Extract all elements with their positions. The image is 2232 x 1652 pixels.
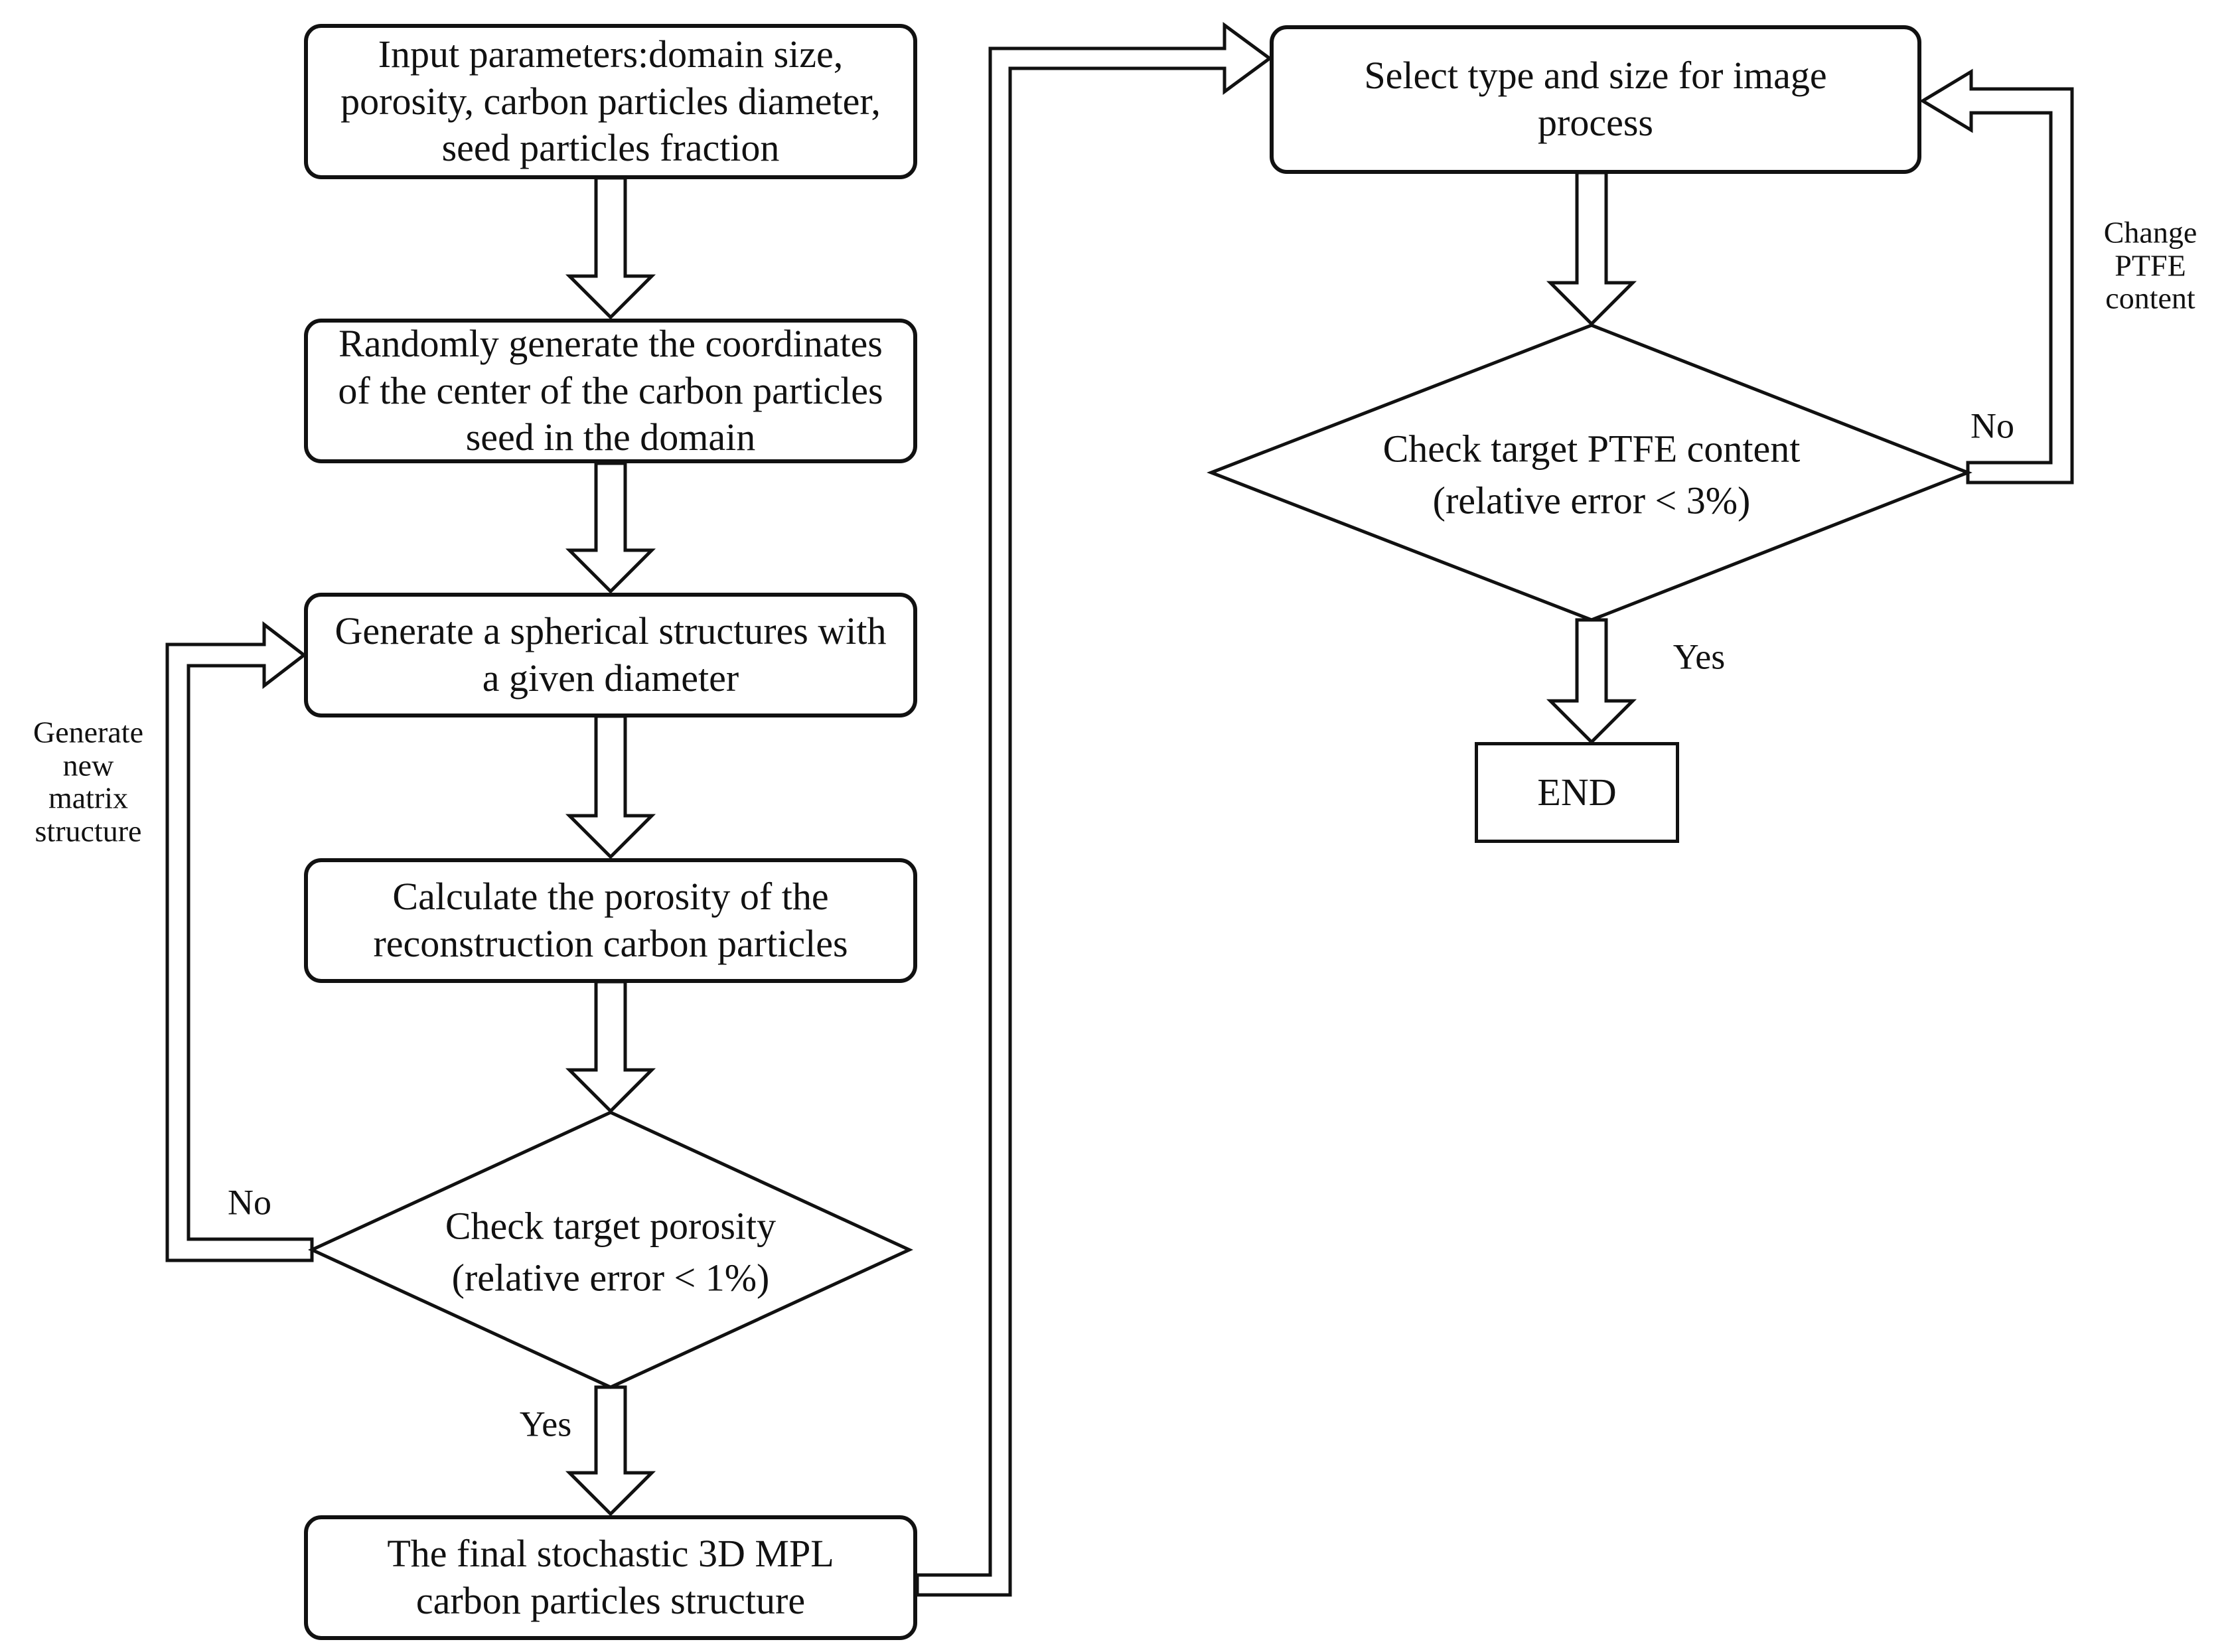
flow-box-final-structure-text: The final stochastic 3D MPL carbon parti… [387,1532,834,1622]
arrow-spherical-to-porosity [569,716,652,857]
decision-check-ptfe-text: Check target PTFE content (relative erro… [1382,427,1801,522]
connector-no-porosity-loop [167,625,312,1260]
flow-box-calculate-porosity: Calculate the porosity of the reconstruc… [304,858,917,983]
label-change-ptfe: Change PTFE content [2103,215,2197,315]
label-generate-new-matrix: Generate new matrix structure [33,715,143,848]
decision-check-ptfe [1211,325,1968,620]
flow-box-select-type: Select type and size for image process [1270,25,1921,174]
arrow-porosity-to-decision [569,982,652,1111]
label-yes-porosity: Yes [519,1404,572,1444]
label-no-ptfe: No [1971,406,2014,446]
flow-box-end: END [1475,742,1679,843]
arrow-input-to-random [569,178,652,317]
arrow-select-to-ptfe-decision [1550,173,1633,324]
flow-box-generate-spherical-text: Generate a spherical structures with a g… [335,609,887,700]
connector-no-ptfe-loop [1923,72,2072,483]
label-yes-ptfe: Yes [1673,637,1726,677]
flow-box-generate-spherical: Generate a spherical structures with a g… [304,593,917,717]
flow-box-random-coordinates: Randomly generate the coordinates of the… [304,319,917,463]
flow-box-input-parameters-text: Input parameters:domain size, porosity, … [340,32,881,170]
arrow-random-to-spherical [569,463,652,591]
arrow-yes-to-end [1550,620,1633,742]
decision-check-porosity [312,1112,909,1387]
arrow-yes-to-final [569,1387,652,1514]
flow-box-end-text: END [1537,770,1617,814]
flow-box-random-coordinates-text: Randomly generate the coordinates of the… [338,321,883,459]
flow-box-select-type-text: Select type and size for image process [1364,54,1827,144]
flow-box-calculate-porosity-text: Calculate the porosity of the reconstruc… [373,875,848,965]
flow-box-input-parameters: Input parameters:domain size, porosity, … [304,24,917,179]
connector-final-to-select [917,25,1270,1595]
label-no-porosity: No [228,1182,271,1223]
flow-box-final-structure: The final stochastic 3D MPL carbon parti… [304,1515,917,1640]
decision-check-porosity-text: Check target porosity (relative error < … [445,1204,777,1299]
